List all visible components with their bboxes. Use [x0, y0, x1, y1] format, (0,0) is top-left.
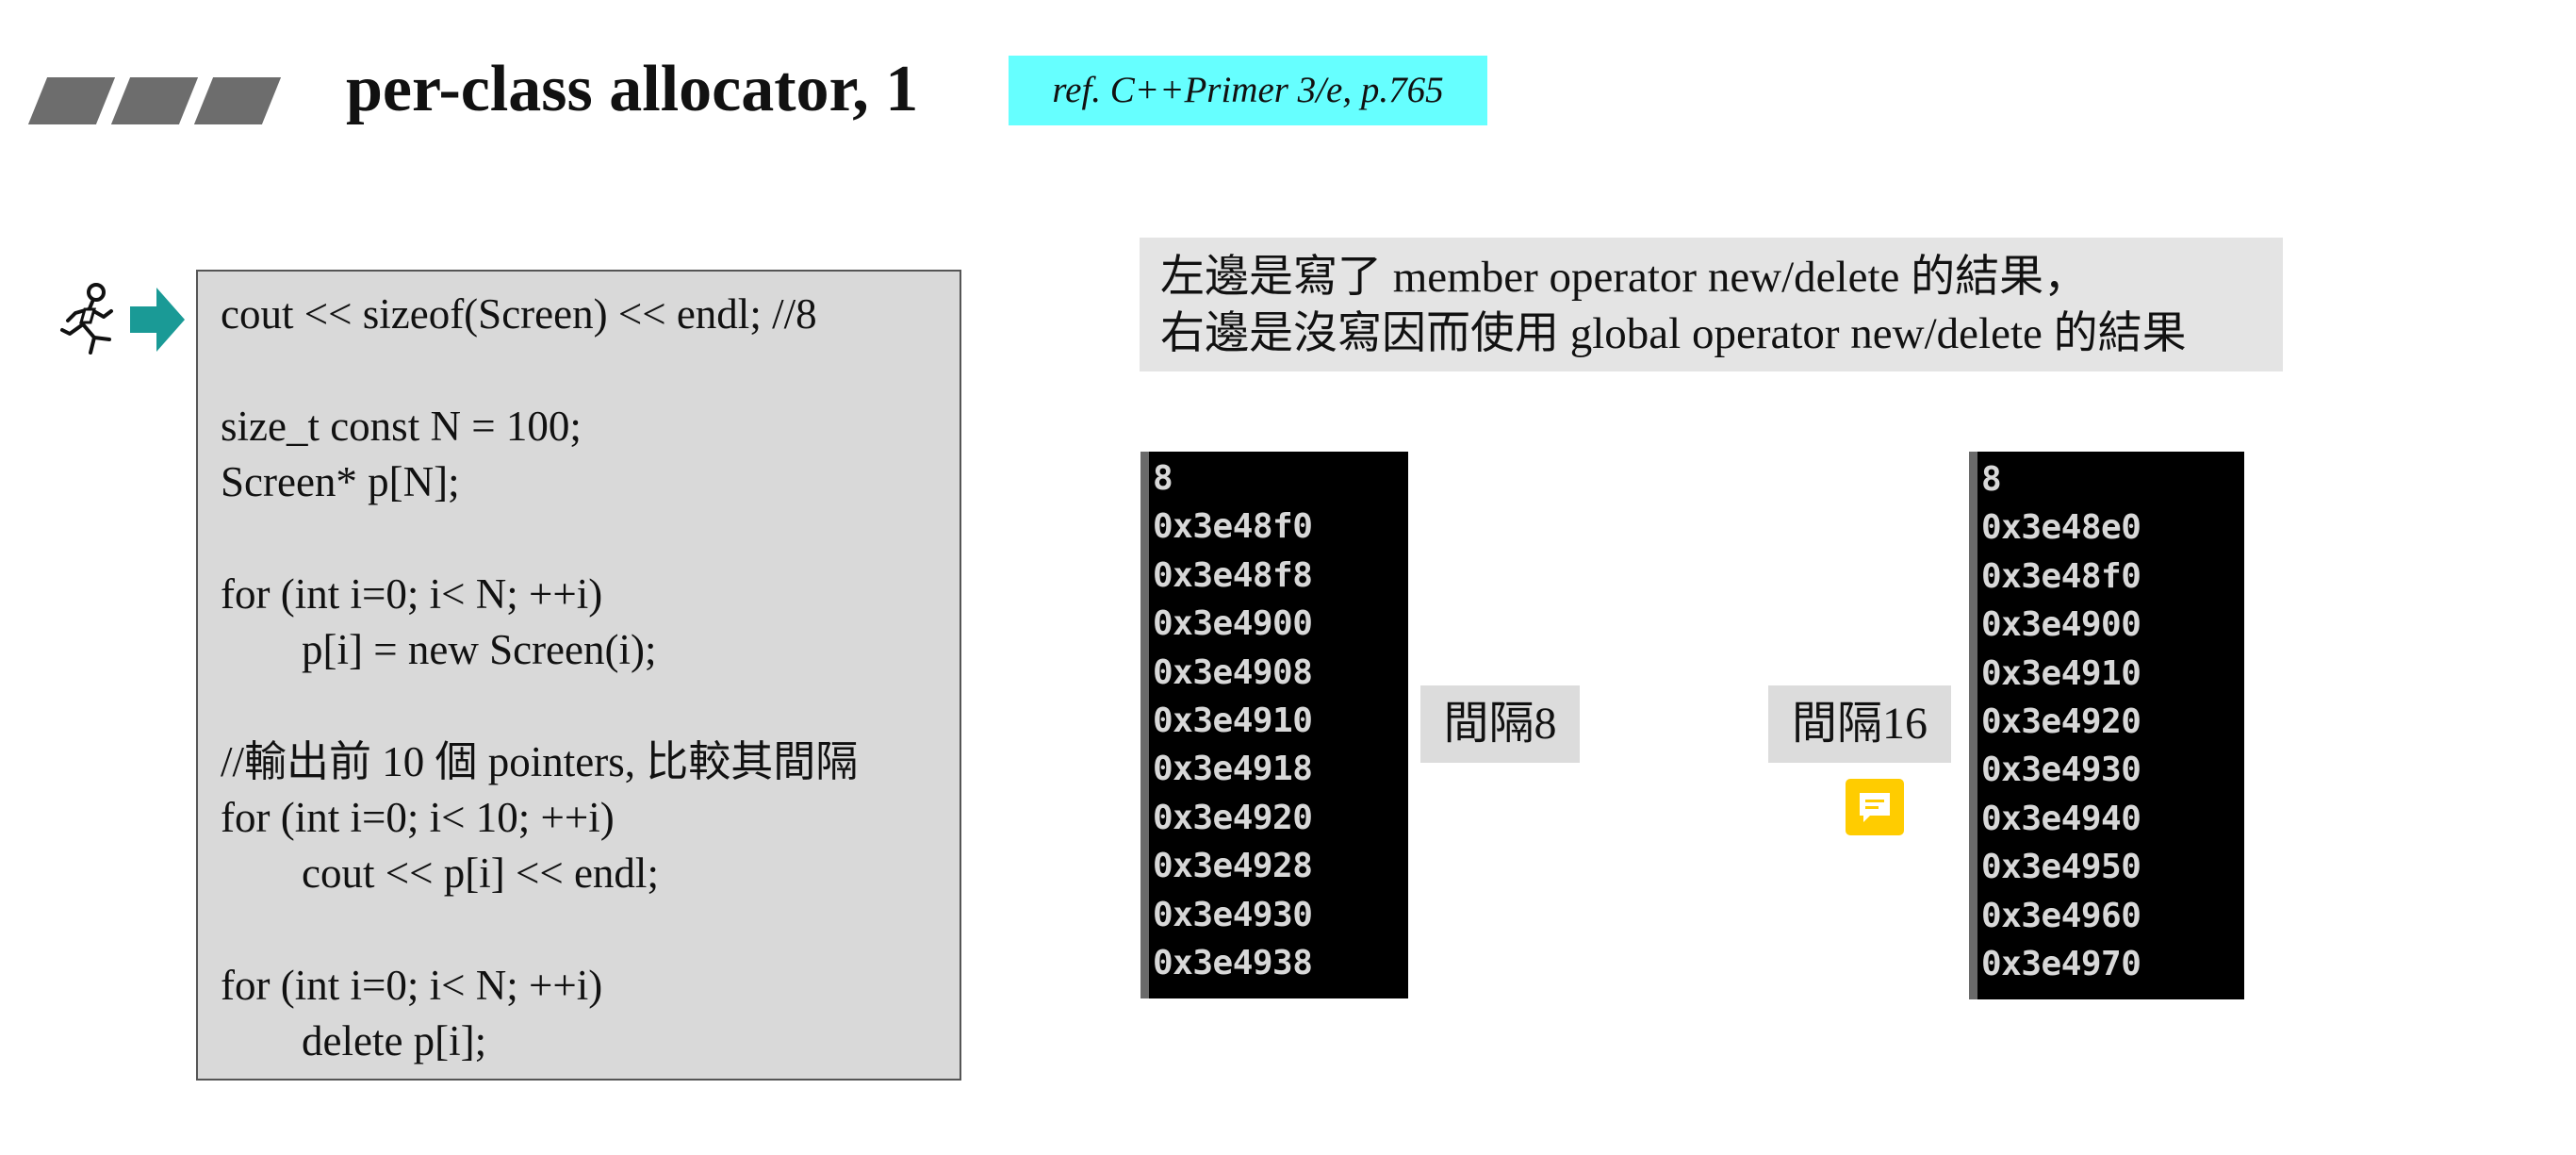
- terminal-line: 0x3e4910: [1153, 701, 1313, 741]
- terminal-line: 0x3e4960: [1981, 896, 2141, 935]
- note-line-1: 左邊是寫了 member operator new/delete 的結果，: [1160, 253, 2089, 302]
- title-decoration-bar-3: [193, 77, 282, 124]
- terminal-line: 0x3e4970: [1981, 945, 2141, 984]
- terminal-line: 0x3e48e0: [1981, 508, 2141, 548]
- code-line: cout << sizeof(Screen) << endl; //8: [221, 290, 817, 338]
- code-line: for (int i=0; i< 10; ++i): [221, 794, 615, 841]
- gap-label-left: 間隔8: [1420, 685, 1580, 763]
- terminal-line: 0x3e4950: [1981, 848, 2141, 887]
- running-figure-icon: [60, 283, 113, 355]
- code-line: size_t const N = 100;: [221, 403, 582, 450]
- terminal-line: 0x3e48f0: [1981, 556, 2141, 596]
- code-line: Screen* p[N];: [221, 458, 460, 505]
- right-arrow-icon[interactable]: [128, 286, 187, 354]
- code-block: cout << sizeof(Screen) << endl; //8 size…: [196, 270, 961, 1081]
- gap-label-right: 間隔16: [1768, 685, 1951, 763]
- note-line-2: 右邊是沒寫因而使用 global operator new/delete 的結果: [1160, 309, 2187, 358]
- terminal-line: 0x3e4928: [1153, 847, 1313, 886]
- terminal-line: 0x3e4930: [1981, 751, 2141, 790]
- terminal-line: 0x3e4930: [1153, 895, 1313, 934]
- terminal-line: 8: [1981, 460, 2002, 499]
- slide-title: per-class allocator, 1: [346, 53, 919, 125]
- code-line: p[i] = new Screen(i);: [302, 626, 657, 673]
- code-line: //輸出前 10 個 pointers, 比較其間隔: [221, 738, 859, 785]
- terminal-output-right: 8 0x3e48e0 0x3e48f0 0x3e4900 0x3e4910 0x…: [1969, 452, 2244, 999]
- code-line: for (int i=0; i< N; ++i): [221, 962, 603, 1009]
- explanation-note: 左邊是寫了 member operator new/delete 的結果， 右邊…: [1140, 238, 2283, 371]
- code-line: cout << p[i] << endl;: [302, 850, 659, 897]
- terminal-line: 0x3e48f8: [1153, 555, 1313, 595]
- terminal-line: 0x3e4940: [1981, 799, 2141, 838]
- comment-icon[interactable]: [1846, 779, 1904, 835]
- reference-note: ref. C++Primer 3/e, p.765: [1009, 56, 1487, 125]
- code-line: delete p[i];: [302, 1017, 487, 1064]
- terminal-line: 0x3e4900: [1981, 605, 2141, 645]
- terminal-line: 0x3e4900: [1153, 604, 1313, 644]
- terminal-line: 0x3e48f0: [1153, 507, 1313, 547]
- title-decoration-bar-1: [27, 77, 116, 124]
- terminal-line: 0x3e4910: [1981, 653, 2141, 693]
- terminal-line: 0x3e4920: [1981, 702, 2141, 742]
- terminal-line: 0x3e4920: [1153, 798, 1313, 837]
- code-line: for (int i=0; i< N; ++i): [221, 570, 603, 618]
- terminal-line: 0x3e4938: [1153, 944, 1313, 983]
- terminal-line: 8: [1153, 459, 1173, 498]
- terminal-line: 0x3e4908: [1153, 652, 1313, 692]
- terminal-output-left: 8 0x3e48f0 0x3e48f8 0x3e4900 0x3e4908 0x…: [1140, 452, 1408, 998]
- terminal-line: 0x3e4918: [1153, 750, 1313, 789]
- title-decoration-bar-2: [110, 77, 199, 124]
